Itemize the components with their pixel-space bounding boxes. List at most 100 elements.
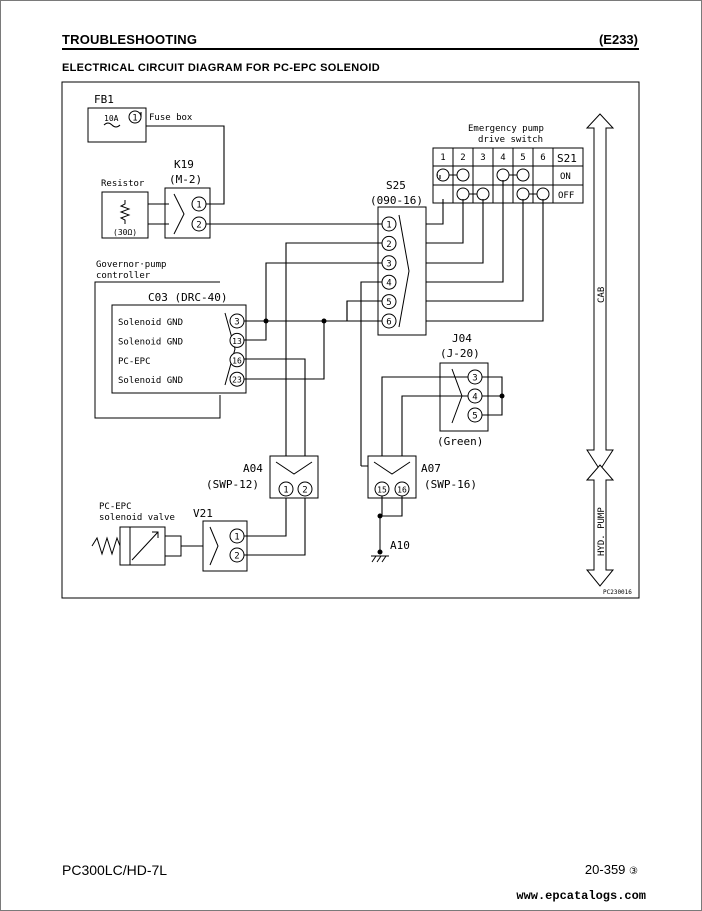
site-watermark[interactable]: www.epcatalogs.com: [516, 889, 646, 903]
s25-pin-1-label: 1: [386, 221, 391, 231]
controller-line2: controller: [96, 271, 151, 281]
wire-junctions: [263, 318, 505, 519]
j04-pin-4: 4: [467, 388, 483, 404]
j04-type: (J-20): [440, 347, 480, 360]
s21-contact-on-4: [496, 168, 510, 182]
v21-pin-2: 2: [229, 547, 245, 563]
a07-type: (SWP-16): [424, 478, 477, 491]
wire-s25-2-s21: [426, 199, 464, 244]
wire-s25-1-s21: [426, 199, 444, 225]
figure-id: PC230016: [603, 589, 632, 596]
valve-arrow: [131, 531, 159, 561]
k19-pin-2-label: 2: [196, 221, 201, 231]
fuse-symbol: [103, 122, 121, 128]
wire-a07-ground: [381, 496, 403, 517]
j04-color: (Green): [437, 435, 483, 448]
a04-pin-2-circle: [297, 481, 313, 497]
s21-contact-on-5: [516, 168, 530, 182]
j04-pin-4-label: 4: [472, 393, 477, 403]
fb1-box: [87, 107, 147, 143]
c03-pin-16-label: 16: [232, 356, 242, 365]
a07-pin-16: 16: [394, 481, 410, 497]
c03-pin-13: 13: [229, 332, 245, 348]
v21-id: V21: [193, 507, 213, 520]
junction-a07: [377, 513, 383, 519]
ground-node: [377, 549, 383, 555]
a07-pin-16-circle: [394, 481, 410, 497]
valve-coil: [165, 535, 182, 557]
wire-gnd-23: [230, 321, 325, 380]
c03-pin-3: 3: [229, 313, 245, 329]
s21-col-2: 2: [460, 153, 465, 163]
s25-pin-5: 5: [381, 294, 397, 310]
wire-a04-2-v21: [242, 498, 306, 556]
c03-pin-3-label: 3: [234, 318, 239, 328]
c03-signal-3: PC-EPC: [118, 357, 151, 367]
c03-pin-23: 23: [229, 371, 245, 387]
c03-signal-4: Solenoid GND: [118, 376, 183, 386]
hyd-zone-arrow: [585, 464, 615, 587]
diagram-subtitle: ELECTRICAL CIRCUIT DIAGRAM FOR PC-EPC SO…: [62, 62, 380, 74]
v21-box: [202, 520, 248, 572]
wire-s25-3-s21: [426, 199, 484, 264]
s21-contact-on-2: [456, 168, 470, 182]
s21-contact-on-1: [436, 168, 450, 182]
valve-spring: [91, 536, 121, 556]
wire-s25-6-s21: [426, 199, 544, 322]
resistor-symbol: [119, 200, 131, 224]
s25-pin-6-label: 6: [386, 318, 391, 328]
junction-j04: [499, 393, 505, 399]
a07-chevron: [373, 461, 411, 475]
ground-hatch1: [371, 555, 377, 563]
s25-pin-5-circle: [381, 294, 397, 310]
revision-mark: ③: [629, 866, 638, 877]
s25-pin-4: 4: [381, 274, 397, 290]
s25-chevron: [398, 214, 410, 328]
fb1-rating: 10A: [104, 114, 119, 123]
j04-pin-3-circle: [467, 369, 483, 385]
page-number: 20-359: [584, 862, 626, 877]
zone-cab: CAB: [597, 287, 607, 303]
footer-page: 20-359 ③: [585, 862, 638, 877]
s21-on: ON: [560, 172, 571, 182]
wire-a04-1-v21: [242, 498, 287, 537]
s25-pin-4-label: 4: [386, 279, 391, 289]
j04-id: J04: [452, 332, 472, 345]
resistor-value: (30Ω): [113, 228, 137, 237]
k19-id: K19: [174, 158, 194, 171]
s25-pin-3: 3: [381, 255, 397, 271]
zone-hyd: HYD. PUMP: [597, 507, 607, 556]
s25-pin-2-label: 2: [386, 240, 391, 250]
page-title: TROUBLESHOOTING: [62, 32, 198, 47]
s25-pin-4-circle: [381, 274, 397, 290]
s25-pin-1: 1: [381, 216, 397, 232]
a07-pin-15-circle: [374, 481, 390, 497]
wire-j04-jumper: [481, 376, 503, 416]
section-code: (E233): [598, 32, 638, 47]
j04-pin-3: 3: [467, 369, 483, 385]
s25-id: S25: [386, 179, 406, 192]
s21-contact-off-3: [476, 187, 490, 201]
s21-off: OFF: [558, 191, 574, 201]
wire-s25-4-s21: [426, 180, 504, 283]
wire-s25-4-a07: [360, 281, 383, 467]
k19-box: [164, 187, 211, 239]
wire-s25-3-gnd: [230, 262, 383, 322]
s25-pin-6: 6: [381, 313, 397, 329]
s25-pin-6-circle: [381, 313, 397, 329]
k19-chevron: [173, 193, 185, 235]
zone-arrow: [585, 113, 615, 587]
v21-pin-1: 1: [229, 528, 245, 544]
wire-fuse-k19: [140, 112, 225, 205]
v21-pin-1-circle: [229, 528, 245, 544]
c03-pin-13-label: 13: [232, 337, 242, 346]
wire-s25-5-s21: [426, 199, 524, 302]
a04-box: [269, 455, 319, 499]
s21-id: S21: [557, 152, 577, 165]
controller-line1: Governor·pump: [96, 260, 166, 270]
junction-gnd-2: [321, 318, 327, 324]
wire-s25-2-a04: [285, 242, 383, 456]
k19-pin-1: 1: [191, 196, 207, 212]
s25-pin-1-circle: [381, 216, 397, 232]
k19-pin-1-circle: [191, 196, 207, 212]
